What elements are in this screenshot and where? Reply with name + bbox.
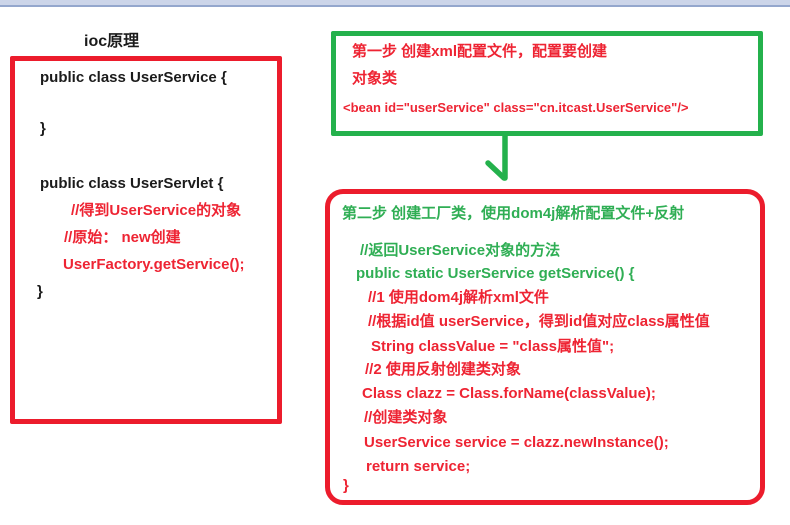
step2-line: //1 使用dom4j解析xml文件: [368, 289, 549, 306]
step2-line: Class clazz = Class.forName(classValue);: [362, 385, 656, 402]
step2-line: //根据id值 userService，得到id值对应class属性值: [368, 313, 710, 330]
step2-line: //创建类对象: [364, 409, 448, 426]
step2-line: public static UserService getService() {: [356, 265, 635, 282]
code-line: public class UserService {: [40, 69, 227, 86]
step2-line: return service;: [366, 458, 471, 475]
user-code-box: [10, 56, 282, 424]
down-arrow-icon: [483, 131, 527, 184]
code-line: UserFactory.getService();: [63, 256, 245, 273]
code-line: }: [37, 283, 43, 300]
step2-line: //2 使用反射创建类对象: [365, 361, 521, 378]
step2-line: //返回UserService对象的方法: [360, 242, 561, 259]
window-top-border: [0, 0, 790, 7]
page-title: ioc原理: [84, 33, 140, 50]
step1-bean-line: <bean id="userService" class="cn.itcast.…: [343, 100, 689, 115]
step2-line: 第二步 创建工厂类，使用dom4j解析配置文件+反射: [342, 205, 685, 222]
step2-line: String classValue = "class属性值";: [371, 338, 615, 355]
code-line: //原始： new创建: [64, 229, 181, 246]
code-line: }: [40, 120, 46, 137]
code-line: //得到UserService的对象: [71, 202, 242, 219]
step2-factory-box: [325, 189, 765, 505]
step1-line: 对象类: [352, 70, 398, 87]
code-line: public class UserServlet {: [40, 175, 224, 192]
step1-xml-config-box: [331, 31, 763, 136]
step2-line: }: [343, 477, 349, 494]
step2-line: UserService service = clazz.newInstance(…: [364, 434, 669, 451]
step1-line: 第一步 创建xml配置文件，配置要创建: [352, 43, 608, 60]
